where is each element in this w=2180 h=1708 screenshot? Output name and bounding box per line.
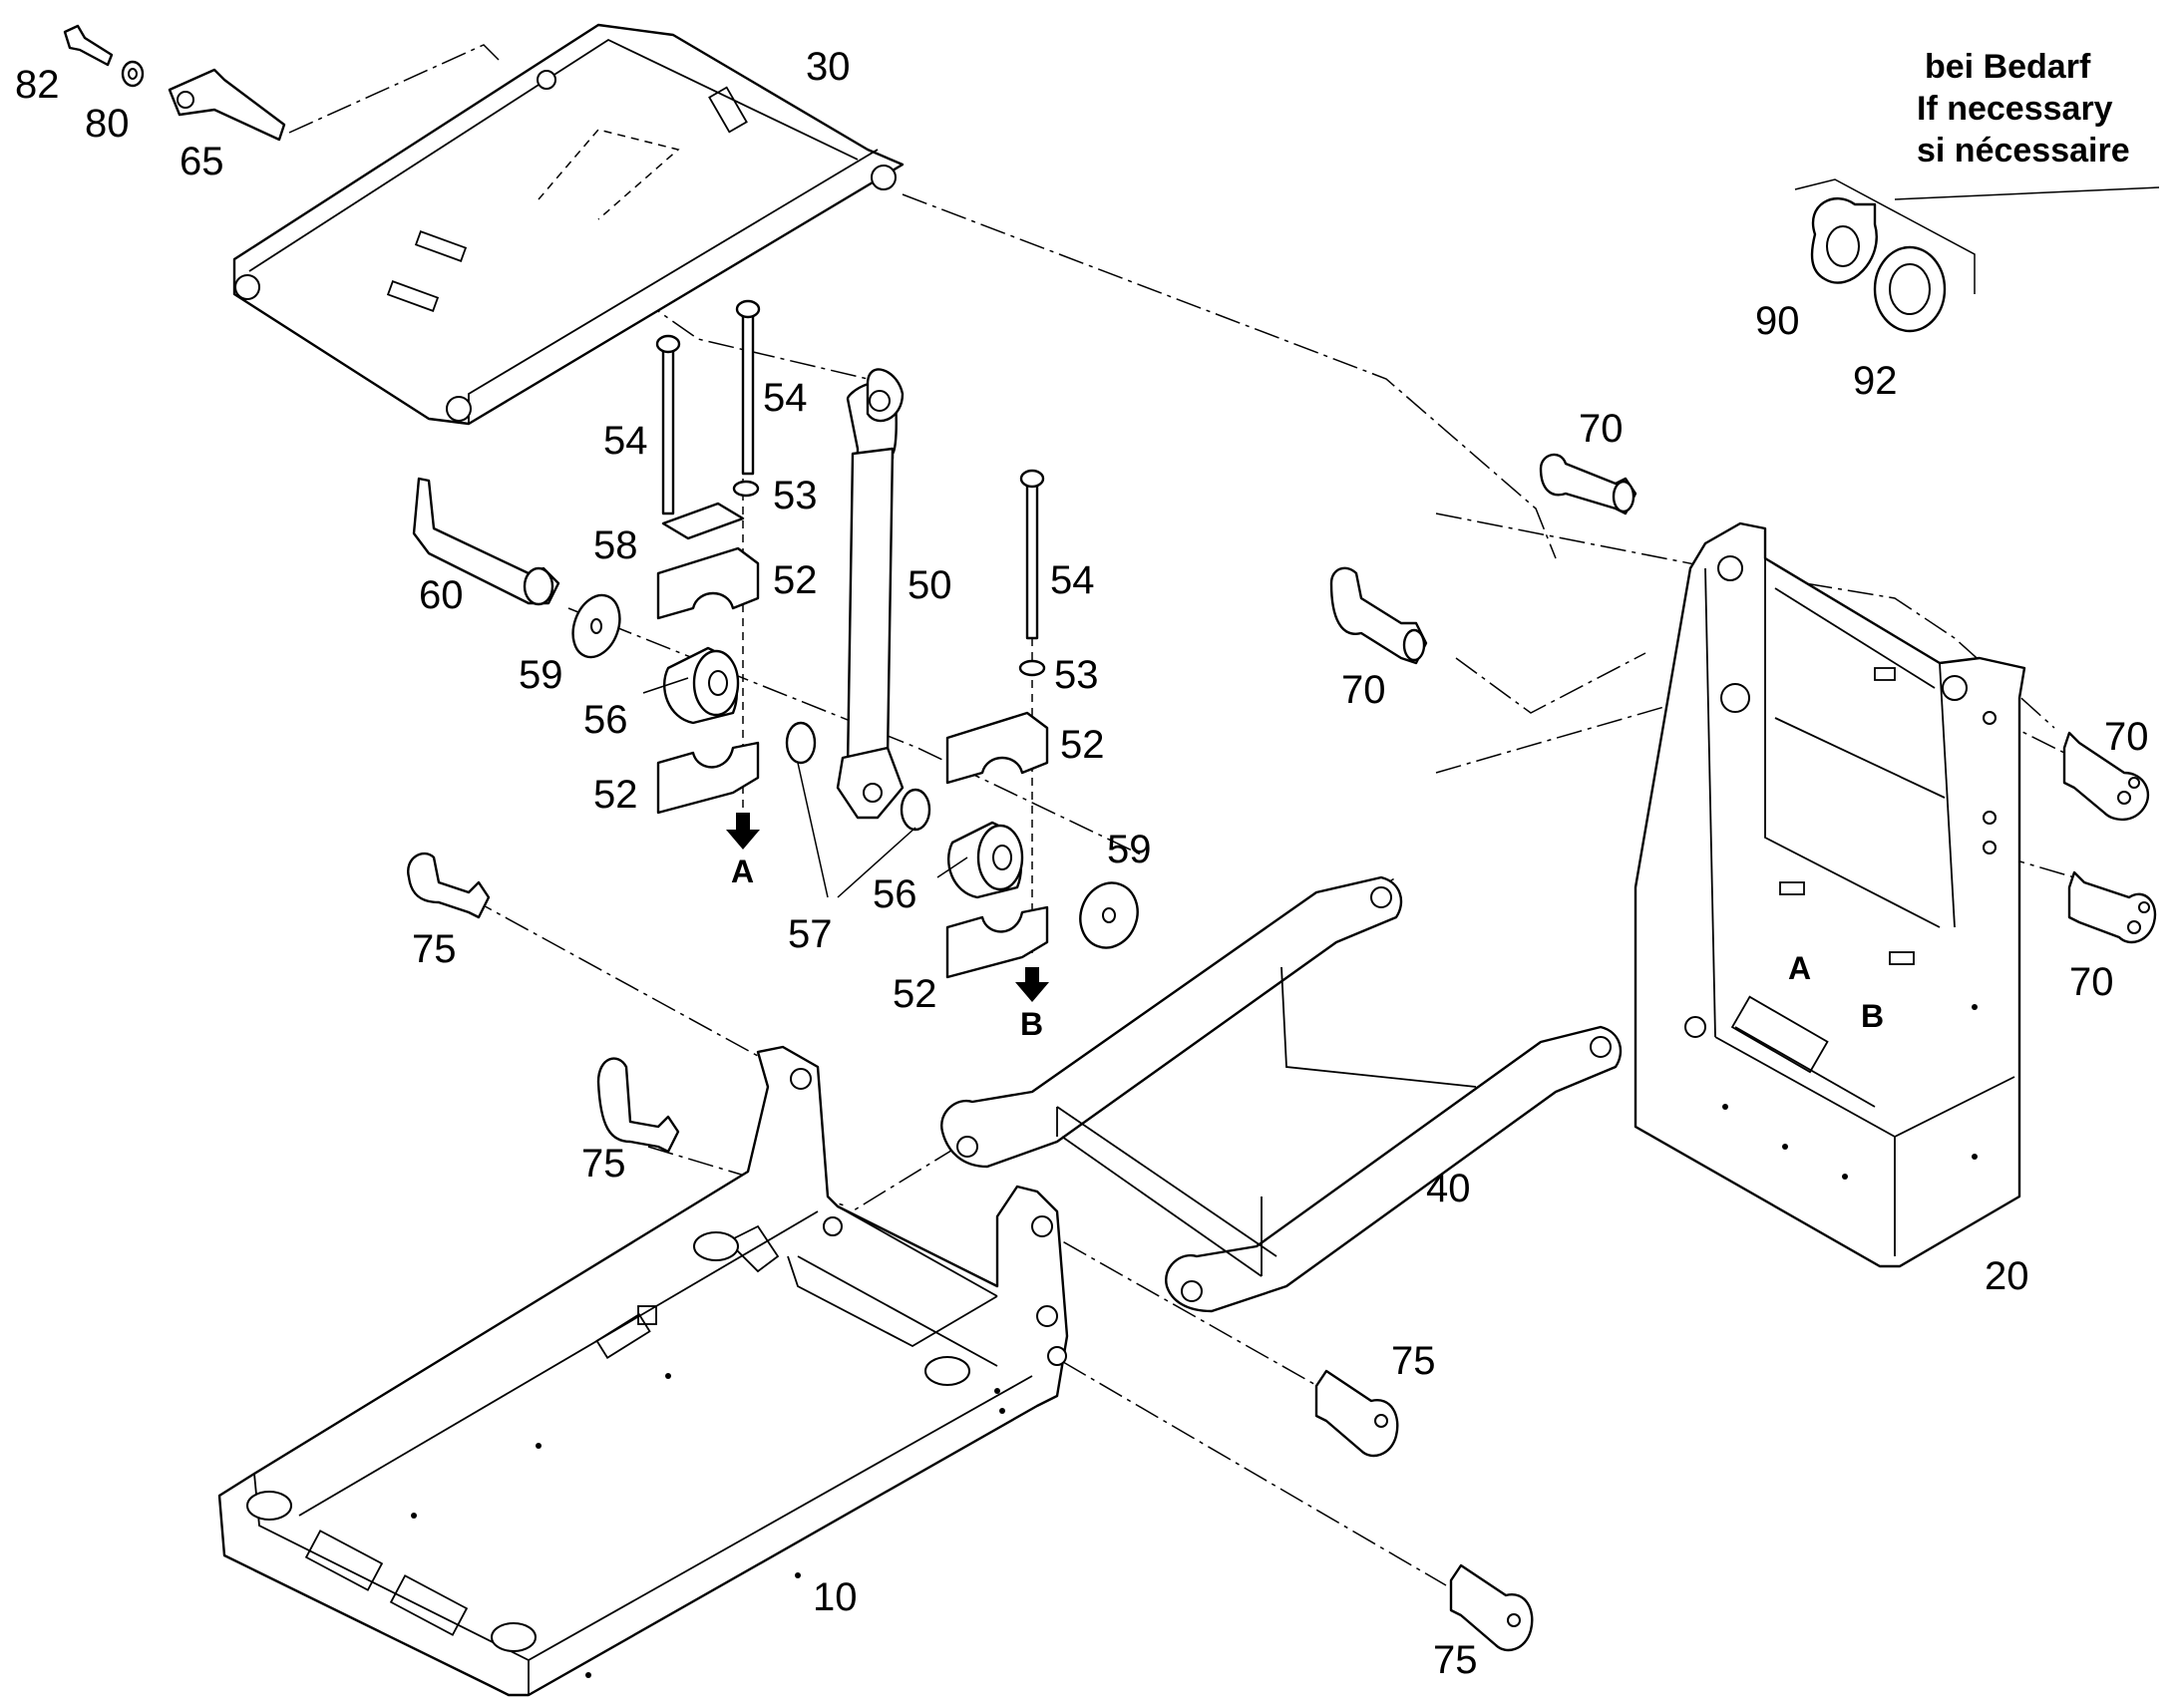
callout-numbers: 82 80 65 30 90 92 54 54 54 53 53 58 52 5… xyxy=(15,45,2149,1682)
section-label-a-left: A xyxy=(731,854,754,889)
callout-82: 82 xyxy=(15,63,60,107)
part-59-washer-a xyxy=(571,593,621,659)
callout-50: 50 xyxy=(908,563,952,607)
callout-52-d: 52 xyxy=(893,972,937,1016)
part-70-pin-c xyxy=(2062,731,2150,822)
note-line-3: si nécessaire xyxy=(1917,132,2130,170)
callout-92: 92 xyxy=(1853,359,1898,403)
section-label-b-right: B xyxy=(1861,998,1884,1034)
part-80-washer xyxy=(121,60,145,88)
callout-54-c: 54 xyxy=(1050,558,1095,602)
section-arrow-a-left xyxy=(726,813,760,850)
part-56-bushing-b xyxy=(947,821,1024,899)
callout-52-a: 52 xyxy=(773,558,818,602)
part-40-link-arms xyxy=(940,875,1623,1313)
part-70-pin-d xyxy=(2067,870,2157,944)
callout-70-c: 70 xyxy=(2104,715,2149,759)
section-label-b-left: B xyxy=(1020,1006,1043,1042)
callout-70-b: 70 xyxy=(1341,668,1386,712)
section-arrow-b-left xyxy=(1015,967,1049,1002)
callout-52-c: 52 xyxy=(1060,723,1105,767)
callout-54-b: 54 xyxy=(603,419,648,463)
callout-90: 90 xyxy=(1755,299,1800,343)
part-75-pin-a xyxy=(407,852,491,919)
callout-57: 57 xyxy=(788,912,833,956)
callout-53-b: 53 xyxy=(1054,653,1099,697)
option-bracket xyxy=(1794,178,1976,294)
part-57-ring-a xyxy=(785,721,817,765)
part-58-plate xyxy=(661,502,745,540)
part-59-washer-b xyxy=(1079,881,1139,949)
part-30-top-plate xyxy=(232,23,905,426)
part-53-washer-b xyxy=(1018,659,1046,677)
callout-59-a: 59 xyxy=(519,653,563,697)
part-82-bolt xyxy=(63,24,114,67)
part-50-cylinder xyxy=(836,368,905,820)
callout-58: 58 xyxy=(593,523,638,567)
callout-40: 40 xyxy=(1426,1167,1471,1210)
callout-75-c: 75 xyxy=(1391,1339,1436,1383)
callout-20: 20 xyxy=(1985,1254,2029,1298)
part-57-ring-b xyxy=(900,788,931,832)
leader-lines xyxy=(642,677,968,898)
callout-75-d: 75 xyxy=(1433,1638,1478,1682)
part-60-shaft xyxy=(412,477,560,606)
callout-59-b: 59 xyxy=(1107,828,1152,871)
callout-30: 30 xyxy=(806,45,851,89)
part-52-clamp-c xyxy=(945,711,1049,785)
part-75-pin-b xyxy=(596,1057,680,1154)
callout-52-b: 52 xyxy=(593,773,638,817)
callout-65: 65 xyxy=(180,140,224,183)
note-line-1: bei Bedarf xyxy=(1925,48,2091,86)
callout-80: 80 xyxy=(85,102,130,146)
note-line-2: If necessary xyxy=(1917,90,2113,128)
callout-75-b: 75 xyxy=(581,1142,626,1186)
optional-note: bei Bedarf If necessary si nécessaire xyxy=(1917,48,2130,170)
part-92-washer xyxy=(1873,245,1947,333)
callout-10: 10 xyxy=(813,1575,858,1619)
part-54-bolts xyxy=(655,299,1045,640)
part-65-pin xyxy=(168,68,286,142)
part-75-pin-c xyxy=(1314,1369,1399,1458)
callout-60: 60 xyxy=(419,573,464,617)
callout-56-a: 56 xyxy=(583,698,628,742)
part-70-pin-b xyxy=(1329,566,1428,665)
callout-56-b: 56 xyxy=(873,872,917,916)
section-label-a-right: A xyxy=(1788,950,1811,986)
part-10-base-frame xyxy=(217,1045,1069,1697)
part-56-bushing-a xyxy=(663,646,740,725)
part-70-pin-a xyxy=(1539,453,1637,515)
callout-75-a: 75 xyxy=(412,927,457,971)
part-52-clamp-b xyxy=(656,741,760,815)
callout-70-a: 70 xyxy=(1579,407,1624,451)
part-52-clamp-a xyxy=(656,546,760,620)
part-53-washer-a xyxy=(732,480,760,498)
part-75-pin-d xyxy=(1449,1563,1534,1652)
callout-70-d: 70 xyxy=(2069,960,2114,1004)
part-52-clamp-d xyxy=(945,905,1049,979)
part-20-frame xyxy=(1634,521,2026,1268)
part-90-washer xyxy=(1810,196,1878,284)
callout-54-a: 54 xyxy=(763,376,808,420)
callout-53-a: 53 xyxy=(773,474,818,517)
